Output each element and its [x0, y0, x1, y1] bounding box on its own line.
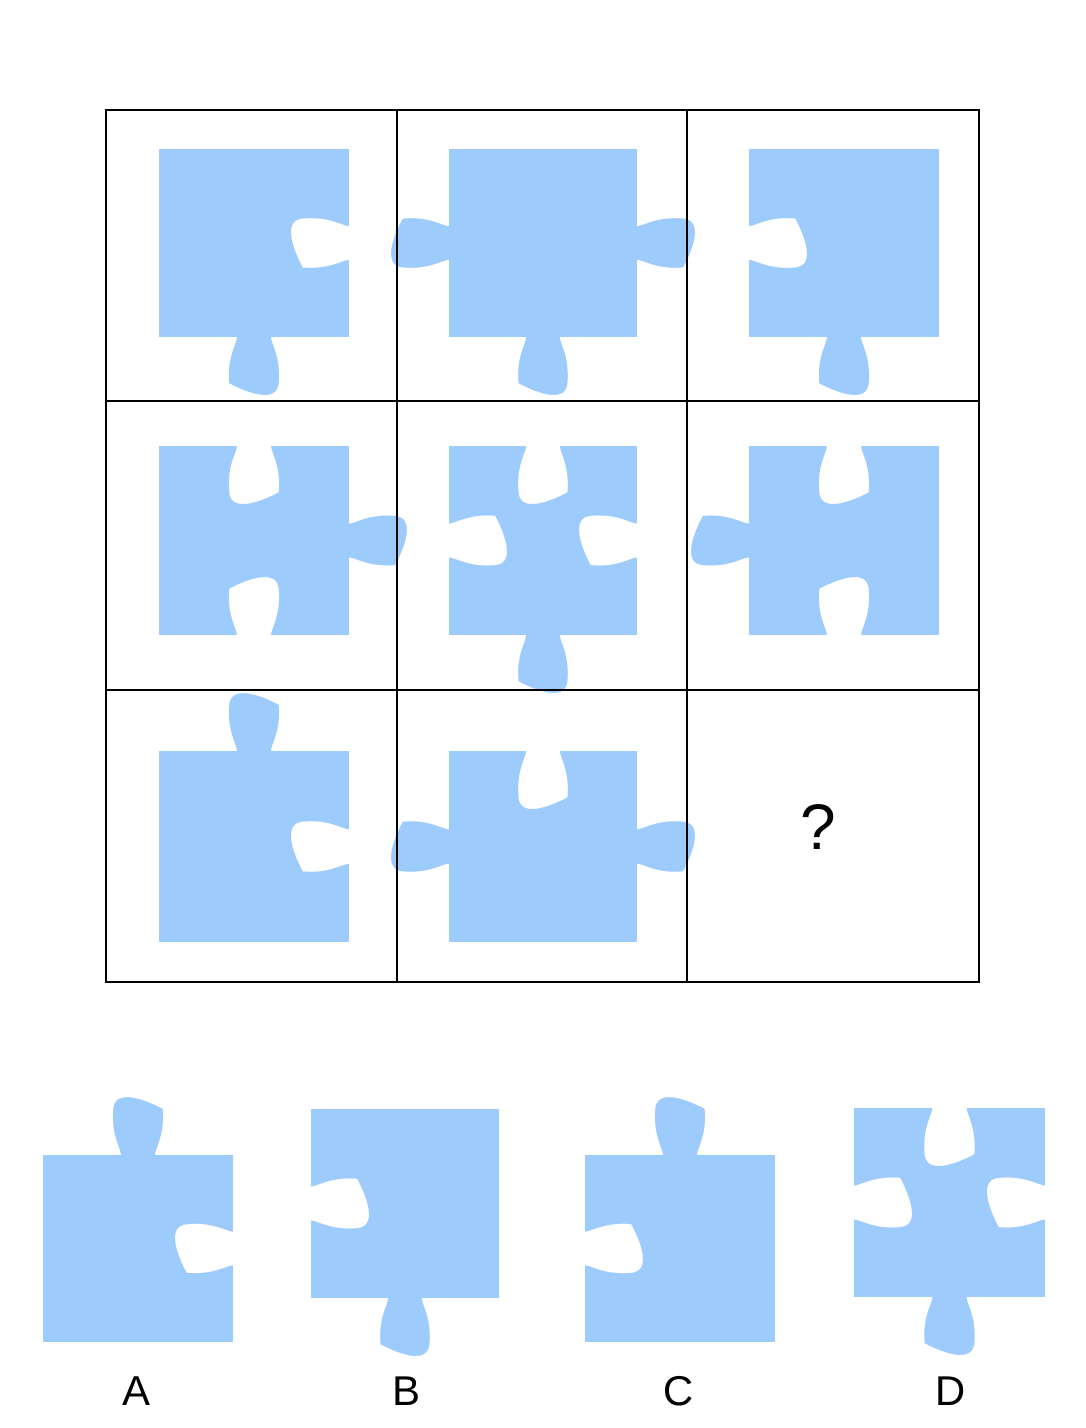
- option-a-piece[interactable]: [43, 1097, 233, 1342]
- option-b-piece[interactable]: [311, 1109, 499, 1356]
- cell-r1c1-piece: [159, 149, 349, 395]
- cell-r2c3-piece: [691, 446, 939, 635]
- answer-options: [43, 1097, 1045, 1356]
- question-mark: ?: [800, 791, 836, 863]
- cell-r2c1-piece: [159, 446, 407, 635]
- option-d-piece[interactable]: [854, 1108, 1045, 1355]
- grid-border: [105, 109, 980, 983]
- cell-r2c2-piece: [449, 446, 637, 693]
- option-label-b[interactable]: B: [391, 1367, 420, 1414]
- cell-r1c3-piece: [749, 149, 939, 395]
- option-label-d[interactable]: D: [934, 1367, 966, 1414]
- cell-r3c1-piece: [159, 693, 349, 942]
- puzzle-grid: [105, 109, 980, 983]
- option-c-piece[interactable]: [585, 1097, 775, 1342]
- grid-pieces: [159, 149, 939, 942]
- cell-r3c2-piece: [391, 751, 695, 942]
- option-label-c[interactable]: C: [662, 1367, 694, 1414]
- cell-r1c2-piece: [391, 149, 695, 395]
- option-label-a[interactable]: A: [121, 1367, 150, 1414]
